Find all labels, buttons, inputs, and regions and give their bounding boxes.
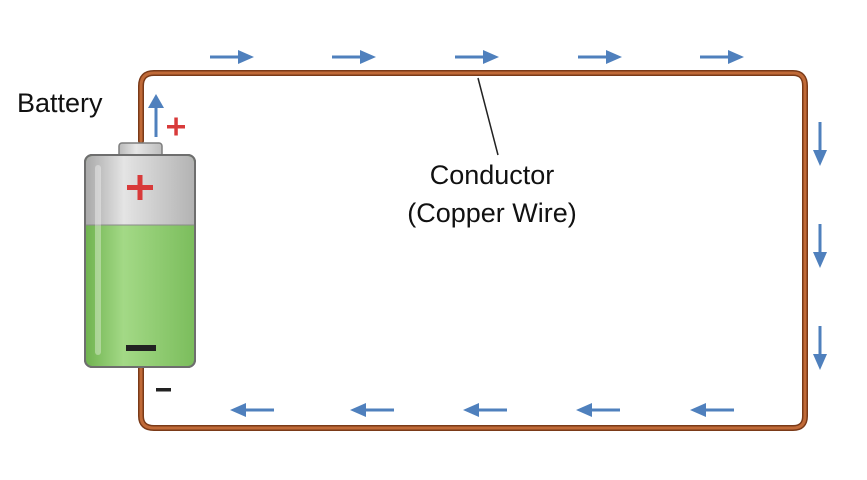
current-arrows-right-side bbox=[813, 122, 827, 370]
conductor-label: Conductor (Copper Wire) bbox=[372, 156, 612, 232]
current-arrow-up bbox=[148, 94, 164, 137]
battery-highlight bbox=[95, 165, 101, 355]
battery-outline bbox=[84, 154, 196, 368]
conductor-leader-line bbox=[477, 77, 499, 156]
current-arrow-right bbox=[210, 50, 254, 64]
conductor-label-line1: Conductor bbox=[429, 160, 555, 190]
current-arrow-right bbox=[455, 50, 499, 64]
positive-terminal-symbol bbox=[167, 117, 185, 136]
copper-wire bbox=[138, 70, 808, 431]
current-arrow-left bbox=[230, 403, 274, 417]
battery-positive-symbol bbox=[127, 175, 153, 200]
current-arrow-right bbox=[332, 50, 376, 64]
negative-terminal-symbol bbox=[156, 388, 171, 392]
current-arrow-left bbox=[463, 403, 507, 417]
battery bbox=[84, 142, 196, 368]
current-arrows-bottom bbox=[230, 403, 734, 417]
current-arrow-down bbox=[813, 122, 827, 166]
current-arrow-down bbox=[813, 326, 827, 370]
current-arrows-top bbox=[210, 50, 744, 64]
current-arrow-left bbox=[576, 403, 620, 417]
current-arrow-right bbox=[700, 50, 744, 64]
battery-label: Battery bbox=[17, 88, 103, 118]
battery-negative-symbol bbox=[126, 345, 156, 351]
current-arrow-down bbox=[813, 224, 827, 268]
current-arrow-left bbox=[350, 403, 394, 417]
conductor-label-line2: (Copper Wire) bbox=[407, 198, 577, 228]
current-arrow-right bbox=[578, 50, 622, 64]
current-arrow-left bbox=[690, 403, 734, 417]
